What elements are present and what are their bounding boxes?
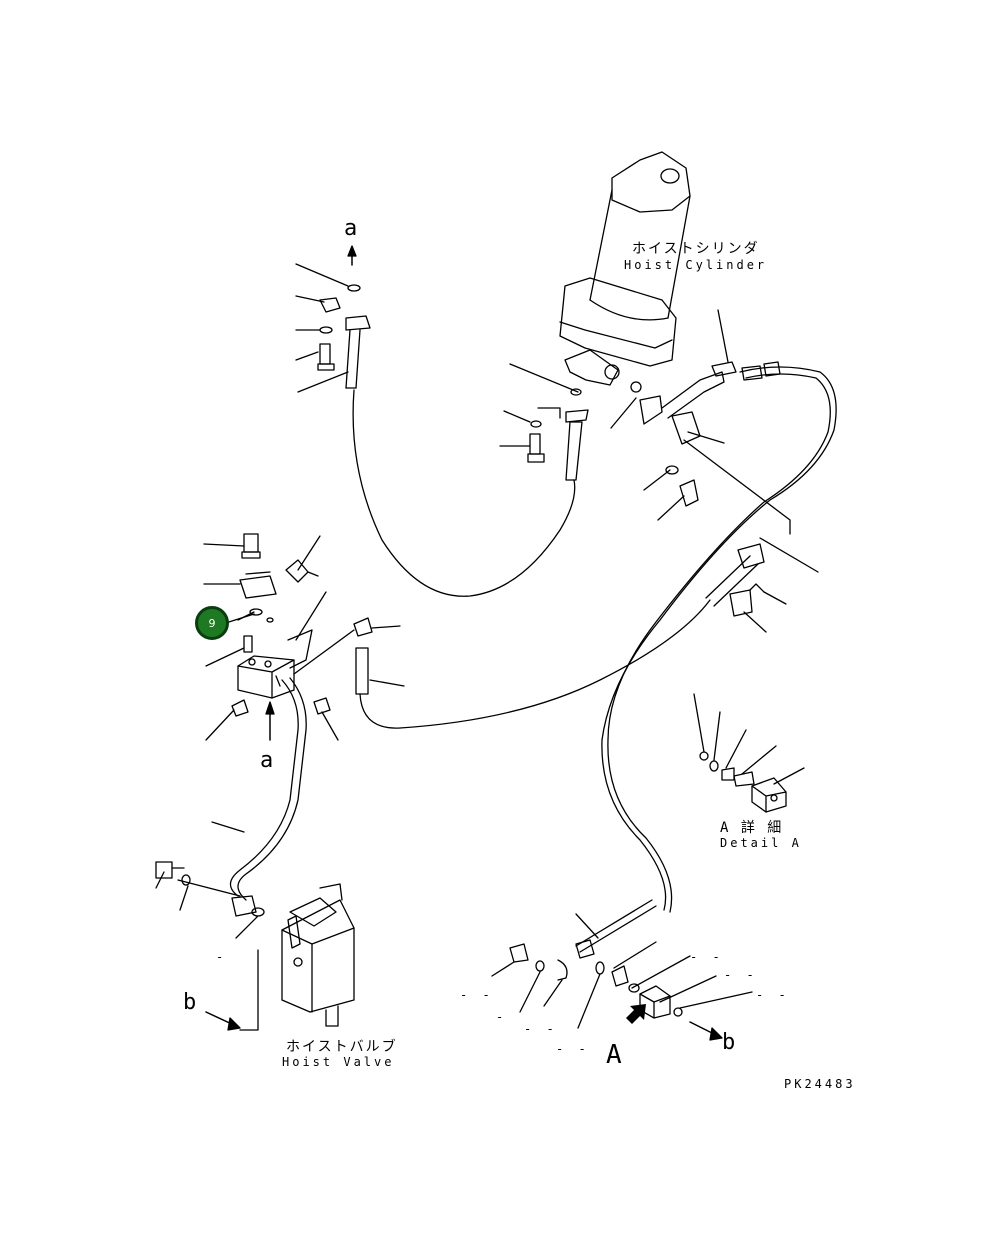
blank-callout: - - bbox=[756, 988, 790, 1002]
blank-callout: - - bbox=[556, 1042, 590, 1056]
block-hose bbox=[293, 599, 711, 729]
detail-a-drawing bbox=[699, 751, 787, 813]
detail-a-label-en: Detail A bbox=[720, 836, 802, 850]
hoist-cylinder-label-en: Hoist Cylinder bbox=[624, 258, 768, 272]
leader-lines-detail bbox=[693, 693, 805, 785]
blank-callout: - - bbox=[724, 968, 758, 982]
leader-lines-cylinder bbox=[499, 309, 729, 521]
manifold-block bbox=[231, 533, 331, 717]
leader-lines-bottom bbox=[491, 941, 753, 1029]
hoist-valve-drawing bbox=[281, 883, 355, 1027]
leader-lines-top bbox=[295, 263, 349, 393]
marker-A: A bbox=[606, 1040, 622, 1070]
blank-callout: - - bbox=[690, 950, 724, 964]
blank-callout: - - bbox=[524, 1022, 558, 1036]
marker-a-bottom: a bbox=[260, 748, 274, 773]
part-number-callout-9[interactable]: 9 bbox=[195, 606, 229, 640]
bottom-fittings bbox=[509, 899, 683, 1019]
leader-lines-left bbox=[203, 535, 405, 741]
marker-b-right: b bbox=[722, 1030, 736, 1055]
pipe-to-valve bbox=[155, 677, 307, 939]
hoist-valve-label-en: Hoist Valve bbox=[282, 1055, 395, 1069]
cylinder-fittings bbox=[527, 361, 737, 507]
blank-callout: - - bbox=[460, 988, 494, 1002]
callout-number: 9 bbox=[208, 616, 216, 630]
middle-tube bbox=[683, 439, 819, 633]
blank-callout: - bbox=[496, 1010, 508, 1024]
detail-a-arrow bbox=[626, 1004, 646, 1024]
drawing-number: PK24483 bbox=[784, 1077, 856, 1091]
detail-a-label-jp: A 詳 細 bbox=[720, 820, 784, 836]
blank-callout: - bbox=[216, 950, 228, 964]
hose-a-loop bbox=[317, 284, 576, 597]
hoist-valve-label-jp: ホイストバルブ bbox=[286, 1039, 398, 1055]
hoist-cylinder-label-jp: ホイストシリンダ bbox=[632, 241, 760, 257]
hoist-cylinder-drawing bbox=[559, 151, 691, 393]
long-hose-right bbox=[601, 361, 837, 913]
marker-b-left: b bbox=[183, 990, 197, 1015]
marker-a-top: a bbox=[344, 216, 358, 241]
